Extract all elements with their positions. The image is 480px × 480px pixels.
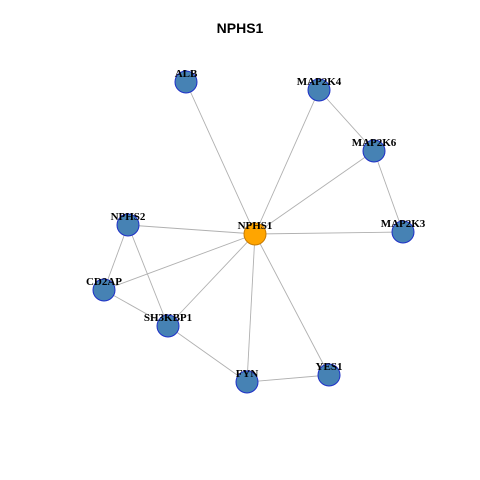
edge-sh3kbp1-fyn bbox=[167, 325, 248, 383]
node-yes1 bbox=[317, 363, 341, 387]
node-nphs2 bbox=[116, 213, 140, 237]
edge-nphs1-fyn bbox=[246, 233, 256, 383]
node-layer bbox=[92, 70, 415, 394]
edge-nphs2-cd2ap bbox=[103, 224, 129, 291]
node-alb bbox=[174, 70, 198, 94]
node-label-fyn: FYN bbox=[236, 368, 259, 380]
edge-nphs1-alb bbox=[185, 81, 256, 235]
node-map2k3 bbox=[391, 220, 415, 244]
edge-layer bbox=[103, 81, 404, 383]
edge-nphs1-nphs2 bbox=[127, 224, 256, 235]
node-sh3kbp1 bbox=[156, 314, 180, 338]
edge-nphs2-sh3kbp1 bbox=[127, 224, 169, 327]
node-nphs1 bbox=[243, 222, 267, 246]
edge-nphs1-sh3kbp1 bbox=[167, 233, 256, 327]
edge-nphs1-map2k3 bbox=[254, 231, 404, 235]
node-map2k6 bbox=[362, 139, 386, 163]
node-label-cd2ap: CD2AP bbox=[86, 276, 122, 288]
node-label-nphs2: NPHS2 bbox=[111, 211, 146, 223]
node-label-map2k3: MAP2K3 bbox=[381, 218, 426, 230]
node-label-sh3kbp1: SH3KBP1 bbox=[144, 312, 192, 324]
node-label-alb: ALB bbox=[175, 68, 198, 80]
edge-nphs1-cd2ap bbox=[103, 233, 256, 291]
node-label-nphs1: NPHS1 bbox=[238, 220, 273, 232]
edge-fyn-yes1 bbox=[246, 374, 330, 383]
edge-nphs1-yes1 bbox=[254, 233, 330, 376]
node-label-map2k6: MAP2K6 bbox=[352, 137, 397, 149]
node-map2k4 bbox=[307, 78, 331, 102]
edge-nphs1-map2k6 bbox=[254, 150, 375, 235]
edge-map2k4-map2k6 bbox=[318, 89, 375, 152]
node-fyn bbox=[235, 370, 259, 394]
edge-nphs1-map2k4 bbox=[254, 89, 320, 235]
edge-map2k6-map2k3 bbox=[373, 150, 404, 233]
node-label-map2k4: MAP2K4 bbox=[297, 76, 342, 88]
node-label-yes1: YES1 bbox=[316, 361, 343, 373]
figure-title: NPHS1 bbox=[216, 20, 264, 36]
node-cd2ap bbox=[92, 278, 116, 302]
edge-cd2ap-sh3kbp1 bbox=[103, 289, 169, 327]
